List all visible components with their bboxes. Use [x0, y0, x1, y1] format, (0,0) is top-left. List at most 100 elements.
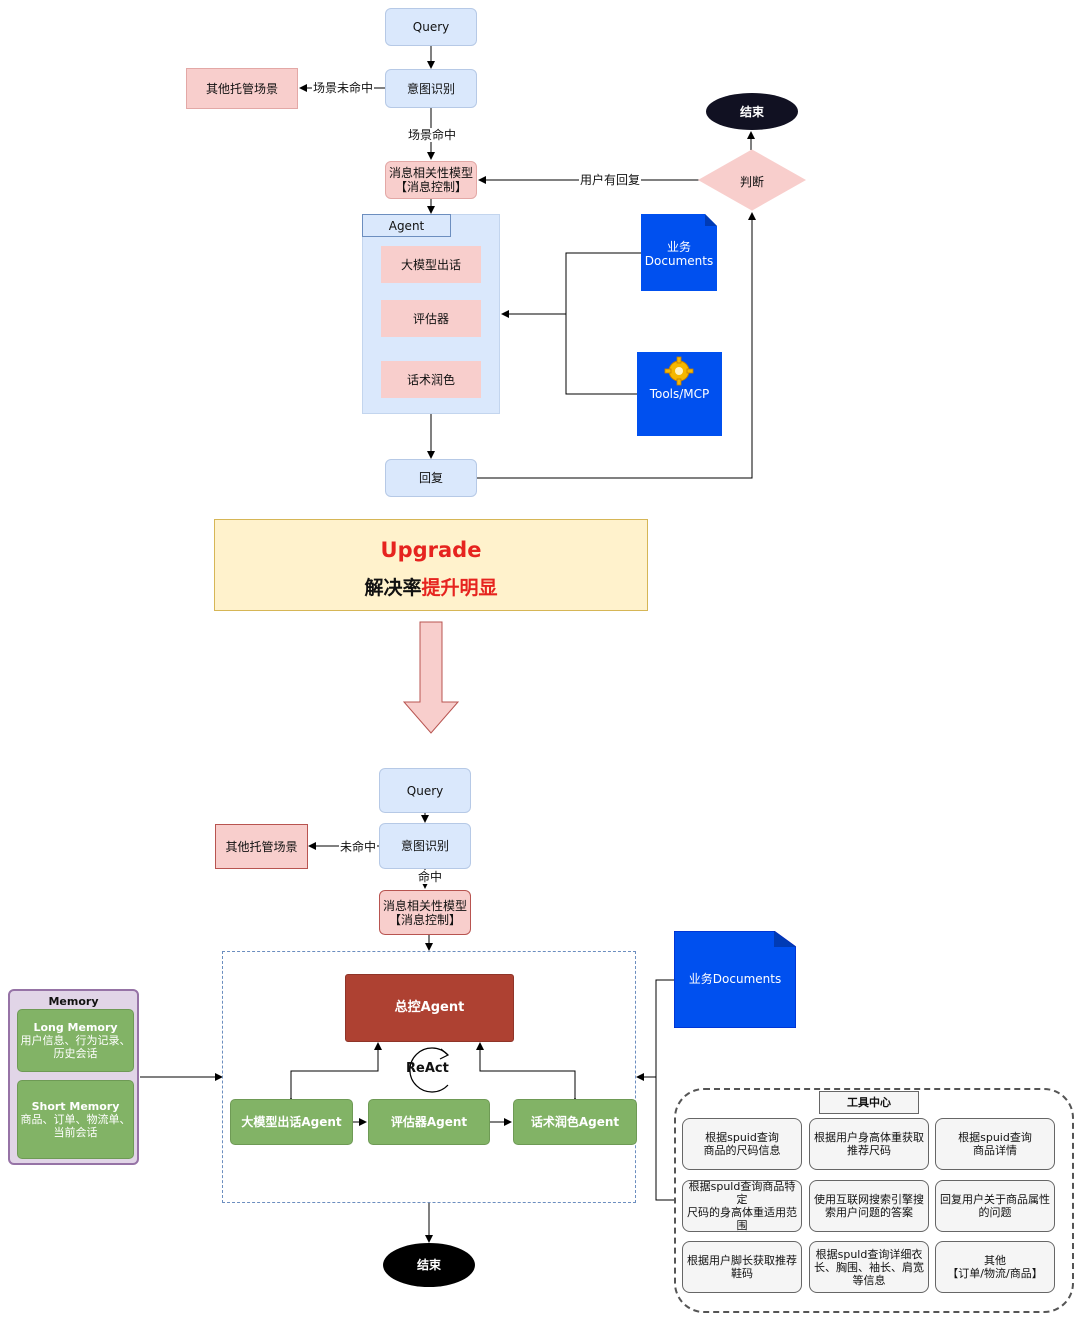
- top-polish-node: 话术润色: [381, 361, 481, 398]
- bottom-other-scene-node: 其他托管场景: [215, 824, 308, 869]
- master-agent-label: 总控Agent: [394, 1000, 465, 1015]
- upgrade-down-arrow: [402, 621, 460, 734]
- edge-label-scene-miss: 场景未命中: [312, 81, 375, 95]
- tool-item: 根据spuld查询详细衣长、胸围、袖长、肩宽等信息: [809, 1241, 929, 1293]
- tool-item-line: 【订单/物流/商品】: [947, 1267, 1043, 1280]
- tool-item: 使用互联网搜索引擎搜索用户问题的答案: [809, 1180, 929, 1232]
- upgrade-banner: Upgrade 解决率提升明显: [214, 519, 648, 611]
- bottom-intent-node: 意图识别: [379, 823, 471, 869]
- upgrade-subtitle-red: 提升明显: [421, 577, 498, 599]
- tool-item-line: 索用户问题的答案: [825, 1206, 913, 1219]
- edge-label-hit: 命中: [417, 870, 444, 884]
- tool-item: 根据spuid查询商品详情: [935, 1118, 1055, 1170]
- top-polish-label: 话术润色: [406, 372, 455, 387]
- bottom-other-scene-label: 其他托管场景: [225, 839, 298, 854]
- top-documents-label-2: Documents: [644, 254, 714, 268]
- bottom-documents-label: 业务Documents: [688, 972, 782, 986]
- bottom-relevance-label-2: 【消息控制】: [388, 912, 461, 927]
- tool-item-line: 根据spuid查询: [958, 1131, 1032, 1144]
- top-llm-label: 大模型出话: [400, 257, 461, 272]
- master-agent-node: 总控Agent: [345, 974, 514, 1042]
- tool-item: 根据spuid查询商品的尺码信息: [682, 1118, 802, 1170]
- gear-icon: [664, 356, 694, 386]
- bottom-agent-container: [222, 951, 636, 1203]
- bottom-documents-node: 业务Documents: [674, 968, 796, 990]
- upgrade-subtitle: 解决率提升明显: [215, 573, 647, 600]
- top-reply-label: 回复: [418, 471, 443, 485]
- tool-item: 根据spuld查询商品特定尺码的身高体重适用范围: [682, 1180, 802, 1232]
- tool-item-line: 等信息: [852, 1273, 886, 1287]
- long-memory-node: Long Memory 用户信息、行为记录、 历史会话: [17, 1009, 134, 1072]
- tool-item-line: 围: [736, 1219, 748, 1232]
- top-other-scene-node: 其他托管场景: [186, 68, 298, 109]
- bottom-query-node: Query: [379, 768, 471, 813]
- edge-label-miss: 未命中: [339, 840, 378, 854]
- judge-label: 判断: [740, 175, 765, 189]
- top-agent-title-box: Agent: [362, 214, 451, 237]
- long-memory-line-2: 历史会话: [53, 1047, 98, 1060]
- top-intent-node: 意图识别: [385, 69, 477, 108]
- top-evaluator-label: 评估器: [412, 311, 449, 326]
- top-relevance-label-1: 消息相关性模型: [388, 166, 473, 180]
- tool-item-line: 的问题: [978, 1206, 1012, 1219]
- tool-item-line: 推荐尺码: [847, 1144, 891, 1157]
- bottom-documents-shape: [674, 931, 796, 1028]
- tool-item-line: 鞋码: [731, 1267, 753, 1280]
- bottom-end-node: 结束: [383, 1243, 475, 1287]
- top-query-node: Query: [385, 8, 477, 46]
- react-cycle-icon: [409, 1047, 450, 1093]
- tool-item-line: 根据用户身高体重获取: [814, 1131, 924, 1144]
- edge-label-user-reply: 用户有回复: [579, 173, 642, 187]
- upgrade-title: Upgrade: [380, 538, 482, 562]
- polish-agent-label: 话术润色Agent: [530, 1115, 620, 1129]
- tool-item-line: 尺码的身高体重适用范: [687, 1206, 797, 1219]
- bottom-intent-label: 意图识别: [400, 839, 449, 853]
- top-intent-label: 意图识别: [406, 81, 455, 96]
- eval-agent-node: 评估器Agent: [368, 1099, 490, 1145]
- bottom-relevance-label-1: 消息相关性模型: [382, 898, 467, 913]
- eval-agent-label: 评估器Agent: [390, 1115, 468, 1129]
- tool-item-line: 长、胸围、袖长、肩宽: [814, 1260, 924, 1274]
- top-tools-node: Tools/MCP: [637, 352, 722, 436]
- top-end-node: 结束: [706, 93, 798, 130]
- bottom-relevance-model-node: 消息相关性模型 【消息控制】: [379, 890, 471, 935]
- edge-label-scene-hit: 场景命中: [407, 128, 458, 142]
- top-end-label: 结束: [739, 104, 764, 119]
- upgrade-subtitle-black: 解决率: [364, 577, 422, 599]
- tool-item-line: 根据spuid查询: [705, 1131, 779, 1144]
- top-documents-shape: [641, 214, 717, 291]
- llm-agent-node: 大模型出话Agent: [230, 1099, 353, 1145]
- tool-item-line: 使用互联网搜索引擎搜: [814, 1193, 924, 1206]
- memory-panel: Memory Long Memory 用户信息、行为记录、 历史会话 Short…: [8, 989, 139, 1165]
- top-query-label: Query: [412, 20, 450, 34]
- short-memory-line-2: 当前会话: [53, 1126, 98, 1139]
- tool-item-line: 其他: [984, 1254, 1006, 1267]
- tool-item: 其他【订单/物流/商品】: [935, 1241, 1055, 1293]
- top-documents-label-1: 业务: [666, 240, 691, 254]
- short-memory-line-1: 商品、订单、物流单、: [20, 1113, 131, 1126]
- llm-agent-label: 大模型出话Agent: [241, 1115, 342, 1129]
- tool-center-title: 工具中心: [847, 1095, 891, 1109]
- tool-item: 回复用户关于商品属性的问题: [935, 1180, 1055, 1232]
- top-documents-node: 业务 Documents: [641, 234, 717, 274]
- tool-item: 根据用户脚长获取推荐鞋码: [682, 1241, 802, 1293]
- top-relevance-model-node: 消息相关性模型 【消息控制】: [385, 161, 477, 199]
- top-tools-label: Tools/MCP: [649, 387, 710, 401]
- tool-item-line: 回复用户关于商品属性: [940, 1193, 1050, 1206]
- tool-item-line: 根据spuld查询详细衣: [815, 1247, 923, 1261]
- tool-item: 根据用户身高体重获取推荐尺码: [809, 1118, 929, 1170]
- tool-item-line: 根据spuld查询商品特定: [688, 1180, 796, 1206]
- judge-diamond: [697, 149, 807, 211]
- tool-center-title-box: 工具中心: [819, 1091, 919, 1114]
- top-other-scene-label: 其他托管场景: [205, 81, 278, 96]
- tool-item-line: 商品的尺码信息: [703, 1144, 781, 1157]
- bottom-end-label: 结束: [416, 1258, 441, 1272]
- top-reply-node: 回复: [385, 459, 477, 497]
- tool-item-line: 商品详情: [973, 1144, 1017, 1157]
- top-agent-title: Agent: [388, 218, 425, 233]
- memory-title: Memory: [48, 995, 99, 1008]
- top-llm-node: 大模型出话: [381, 246, 481, 283]
- bottom-query-label: Query: [406, 783, 444, 798]
- short-memory-node: Short Memory 商品、订单、物流单、 当前会话: [17, 1080, 134, 1159]
- long-memory-title: Long Memory: [33, 1021, 118, 1034]
